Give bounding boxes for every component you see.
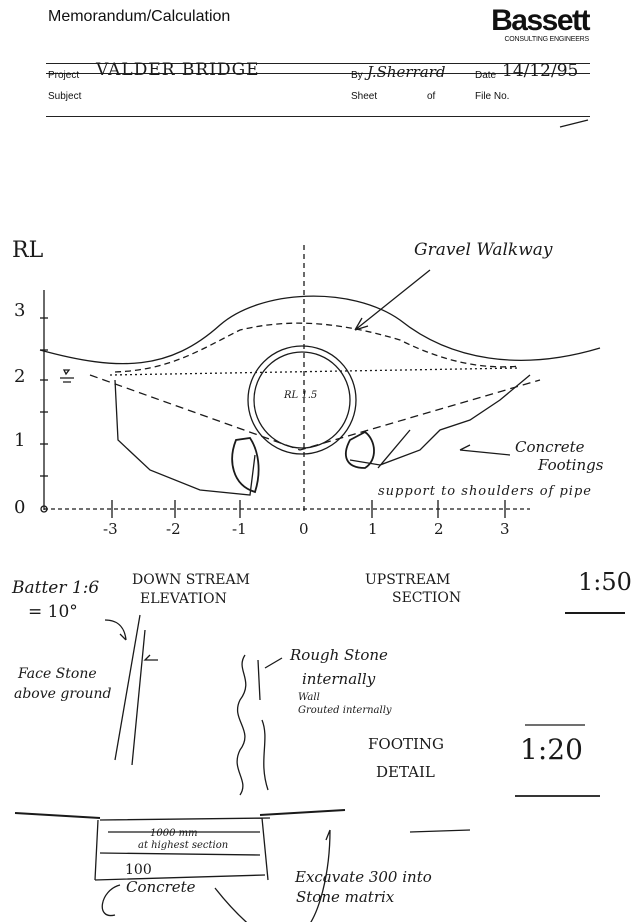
by-value: J.Sherrard — [367, 63, 446, 81]
walkway-top — [39, 295, 601, 365]
origin-marker — [40, 505, 48, 513]
support-arrow — [377, 429, 411, 469]
footing-right — [345, 430, 375, 469]
excavate-label-1: Excavate 300 into — [295, 868, 432, 886]
concrete-footing-label-2: Footings — [538, 456, 604, 474]
file-no-label: File No. — [475, 91, 510, 102]
x-tick-3: 3 — [500, 520, 510, 538]
face-stone-wall — [114, 614, 158, 766]
width-note-1: 1000 mm — [150, 828, 198, 839]
ground-left — [14, 812, 101, 819]
x-tick-1: 1 — [368, 520, 378, 538]
footing-left — [231, 437, 260, 494]
pipe-inner — [253, 351, 351, 449]
rough-stone-arrow — [264, 657, 283, 669]
pipe-outer — [247, 345, 357, 455]
company-logo: Bassett CONSULTING ENGINEERS — [474, 4, 590, 44]
x-tick-2: 2 — [434, 520, 444, 538]
wall-note-2: Grouted internally — [298, 705, 392, 716]
footing-detail-title-1: FOOTING — [368, 735, 445, 753]
gravel-walkway-label: Gravel Walkway — [414, 240, 553, 260]
batter-label: Batter 1:6 — [12, 578, 100, 598]
of-label: of — [427, 91, 436, 102]
face-stone-label-1: Face Stone — [18, 666, 97, 682]
rough-stone-label-1: Rough Stone — [290, 646, 388, 664]
concrete-footing-label-1: Concrete — [515, 438, 585, 456]
water-level-symbol — [60, 369, 74, 383]
footing-slab — [94, 817, 271, 881]
concrete-label-1: 100 — [125, 862, 152, 878]
date-label: Date — [475, 70, 497, 81]
x-tick-neg2: -2 — [166, 520, 181, 538]
project-value: VALDER BRIDGE — [96, 60, 260, 80]
margin-mark — [559, 119, 589, 128]
ground-right — [259, 809, 346, 816]
upstream-title-1: UPSTREAM — [365, 572, 451, 588]
scale-1-50: 1:50 — [578, 568, 632, 596]
rough-stone-wall-inner — [257, 659, 269, 791]
gravel-arrow — [354, 269, 431, 331]
y-tick-0: 0 — [14, 497, 26, 518]
face-stone-label-2: above ground — [14, 686, 112, 702]
pipe-level-label: RL 1.5 — [284, 390, 318, 401]
x-tick-neg3: -3 — [103, 520, 118, 538]
rough-stone-label-2: internally — [302, 670, 376, 688]
y-axis-label: RL — [12, 238, 44, 263]
sheet-label: Sheet — [351, 91, 378, 102]
width-note-2: at highest section — [138, 840, 229, 851]
form-top-divider — [46, 73, 590, 74]
memo-title: Memorandum/Calculation — [48, 8, 231, 25]
footing-arrow — [459, 444, 511, 456]
batter-angle: = 10° — [28, 602, 78, 622]
downstream-title-2: ELEVATION — [140, 591, 227, 607]
downstream-title-1: DOWN STREAM — [132, 572, 250, 588]
rough-stone-wall — [236, 654, 247, 796]
form-bottom-divider — [46, 116, 590, 117]
by-label: By — [351, 70, 363, 81]
gravel-layer — [109, 367, 521, 376]
water-line-slope — [89, 374, 541, 451]
excavate-label-2: Stone matrix — [296, 888, 395, 906]
y-tick-3: 3 — [14, 300, 26, 321]
x-tick-marks — [111, 500, 506, 518]
logo-name: Bassett — [491, 4, 590, 37]
walkway-base — [114, 322, 521, 373]
header-divider — [46, 63, 590, 64]
logo-tagline: CONSULTING ENGINEERS — [504, 36, 589, 43]
left-abutment — [114, 379, 256, 496]
footing-detail-underline — [409, 829, 471, 833]
date-value: 14/12/95 — [502, 61, 579, 81]
subject-label: Subject — [48, 91, 82, 102]
x-tick-neg1: -1 — [232, 520, 247, 538]
right-abutment — [349, 374, 531, 466]
wall-note-1: Wall — [298, 692, 320, 703]
excavate-leader — [214, 829, 331, 922]
footing-detail-title-2: DETAIL — [376, 763, 435, 781]
concrete-leader — [101, 884, 121, 917]
y-tick-1: 1 — [14, 430, 26, 451]
batter-arrow — [104, 619, 127, 641]
x-tick-0: 0 — [299, 520, 309, 538]
support-note: support to shoulders of pipe — [378, 484, 592, 499]
concrete-label-2: Concrete — [126, 878, 196, 896]
y-tick-2: 2 — [14, 366, 26, 387]
project-label: Project — [48, 70, 80, 81]
scale-1-20: 1:20 — [520, 733, 583, 766]
upstream-title-2: SECTION — [392, 590, 462, 606]
